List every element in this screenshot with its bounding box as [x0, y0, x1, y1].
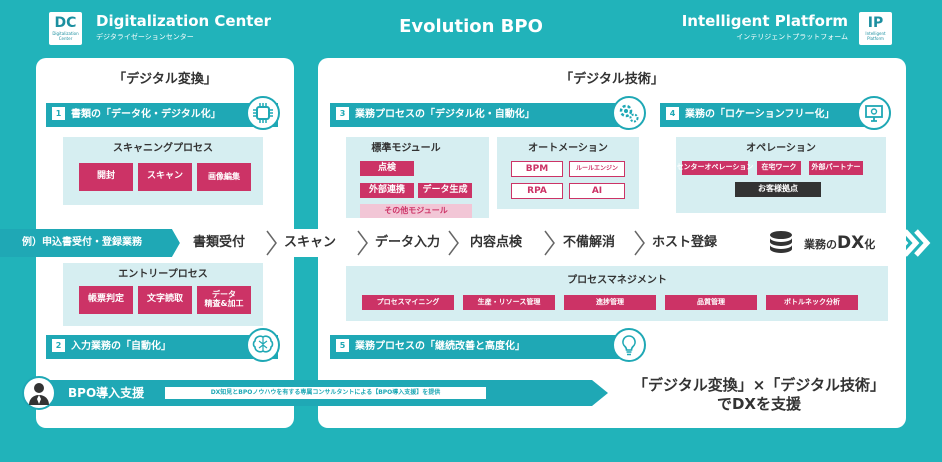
- section4-bar: 4 業務の「ロケーションフリー化」: [660, 103, 870, 127]
- flow-step-fix: 不備解消: [563, 235, 616, 250]
- operation-box: オペレーション センターオペレーション 在宅ワーク 外部パートナー お客様拠点: [676, 137, 886, 213]
- auto-bpm: BPM: [511, 161, 563, 177]
- flow-step-input: データ入力: [375, 235, 441, 250]
- entry-title: エントリープロセス: [118, 269, 208, 280]
- pm-resource: 生産・リソース管理: [463, 295, 555, 310]
- op-customer-site: お客様拠点: [735, 182, 821, 197]
- entry-process-box: エントリープロセス 帳票判定 文字読取 データ精査&加工: [63, 263, 263, 326]
- auto-rpa: RPA: [511, 183, 563, 199]
- person-icon: [22, 376, 56, 410]
- section2-bar: 2 入力業務の「自動化」: [46, 335, 278, 359]
- module-data-generation: データ生成: [418, 183, 472, 198]
- brain-icon: [246, 328, 280, 362]
- section4-number: 4: [666, 107, 679, 120]
- pm-bottleneck: ボトルネック分析: [766, 295, 858, 310]
- scanning-process-box: スキャニングプロセス 開封 スキャン 画像編集: [63, 137, 263, 205]
- op-center: センターオペレーション: [677, 161, 753, 175]
- pm-progress: 進捗管理: [564, 295, 656, 310]
- op-remote: 在宅ワーク: [757, 161, 801, 175]
- section3-label: 業務プロセスの「デジタル化・自動化」: [355, 109, 535, 120]
- flow-step-receive: 書類受付: [193, 235, 246, 250]
- section5-number: 5: [336, 339, 349, 352]
- header-right-title: Intelligent Platform: [681, 12, 848, 30]
- chevron-arrows-icon: [892, 229, 932, 257]
- header-right-subtitle: インテリジェントプラットフォーム: [736, 33, 848, 41]
- pm-mining: プロセスマイニング: [362, 295, 454, 310]
- standard-module-title: 標準モジュール: [371, 143, 441, 154]
- auto-rule-engine: ルールエンジン: [569, 161, 625, 177]
- database-icon: [766, 229, 796, 257]
- auto-ai: AI: [569, 183, 625, 199]
- standard-module-box: 標準モジュール 点検 外部連携 データ生成 その他モジュール: [346, 137, 489, 218]
- flow-step-scan: スキャン: [284, 235, 337, 250]
- section5-bar: 5 業務プロセスの「継続改善と高度化」: [330, 335, 630, 359]
- ai-chip-icon: [246, 96, 280, 130]
- section3-number: 3: [336, 107, 349, 120]
- flow-example: 例）申込書受付・登録業務: [22, 237, 142, 248]
- entry-form-judge: 帳票判定: [79, 286, 133, 314]
- scan-image-edit: 画像編集: [197, 163, 251, 191]
- gears-icon: [612, 96, 646, 130]
- flow-step-check: 内容点検: [470, 235, 523, 250]
- header-center-title: Evolution BPO: [399, 16, 543, 37]
- module-others: その他モジュール: [360, 204, 472, 218]
- process-flow: 例）申込書受付・登録業務 書類受付 スキャン データ入力 内容点検 不備解消 ホ…: [0, 229, 942, 257]
- slogan-line2: でDXを支援: [716, 395, 802, 413]
- module-external-link: 外部連携: [360, 183, 414, 198]
- section5-label: 業務プロセスの「継続改善と高度化」: [355, 341, 525, 352]
- dx-result: 業務のDX化: [804, 233, 876, 253]
- module-inspection: 点検: [360, 161, 414, 176]
- section3-bar: 3 業務プロセスの「デジタル化・自動化」: [330, 103, 630, 127]
- process-management-box: プロセスマネジメント プロセスマイニング 生産・リソース管理 進捗管理 品質管理…: [346, 266, 888, 321]
- process-management-title: プロセスマネジメント: [567, 275, 667, 286]
- section1-label: 書類の「データ化・デジタル化」: [71, 109, 221, 120]
- slogan-line1: 「デジタル変換」×「デジタル技術」: [633, 376, 885, 394]
- operation-title: オペレーション: [746, 143, 816, 154]
- scanning-title: スキャニングプロセス: [113, 143, 213, 154]
- section2-number: 2: [52, 339, 65, 352]
- flow-step-register: ホスト登録: [652, 235, 718, 250]
- pm-quality: 品質管理: [665, 295, 757, 310]
- automation-box: オートメーション BPM ルールエンジン RPA AI: [497, 137, 639, 209]
- automation-title: オートメーション: [528, 143, 608, 154]
- scan-scan: スキャン: [138, 163, 192, 191]
- section4-label: 業務の「ロケーションフリー化」: [685, 109, 835, 120]
- scan-open: 開封: [79, 163, 133, 191]
- entry-data-refine: データ精査&加工: [197, 286, 251, 314]
- header-left-title: Digitalization Center: [96, 12, 272, 30]
- section1-bar: 1 書類の「データ化・デジタル化」: [46, 103, 278, 127]
- right-panel-title: 「デジタル技術」: [560, 72, 664, 87]
- op-partner: 外部パートナー: [809, 161, 863, 175]
- monitor-gear-icon: [857, 96, 891, 130]
- bpo-support-label: BPO導入支援: [68, 386, 145, 400]
- entry-ocr: 文字読取: [138, 286, 192, 314]
- lightbulb-icon: [612, 328, 646, 362]
- left-panel-title: 「デジタル変換」: [113, 72, 217, 87]
- bpo-support-description: DX知見とBPOノウハウを有する専属コンサルタントによる【BPO導入支援】を提供: [165, 387, 486, 399]
- header-left-subtitle: デジタライゼーションセンター: [96, 33, 194, 41]
- section2-label: 入力業務の「自動化」: [71, 341, 171, 352]
- section1-number: 1: [52, 107, 65, 120]
